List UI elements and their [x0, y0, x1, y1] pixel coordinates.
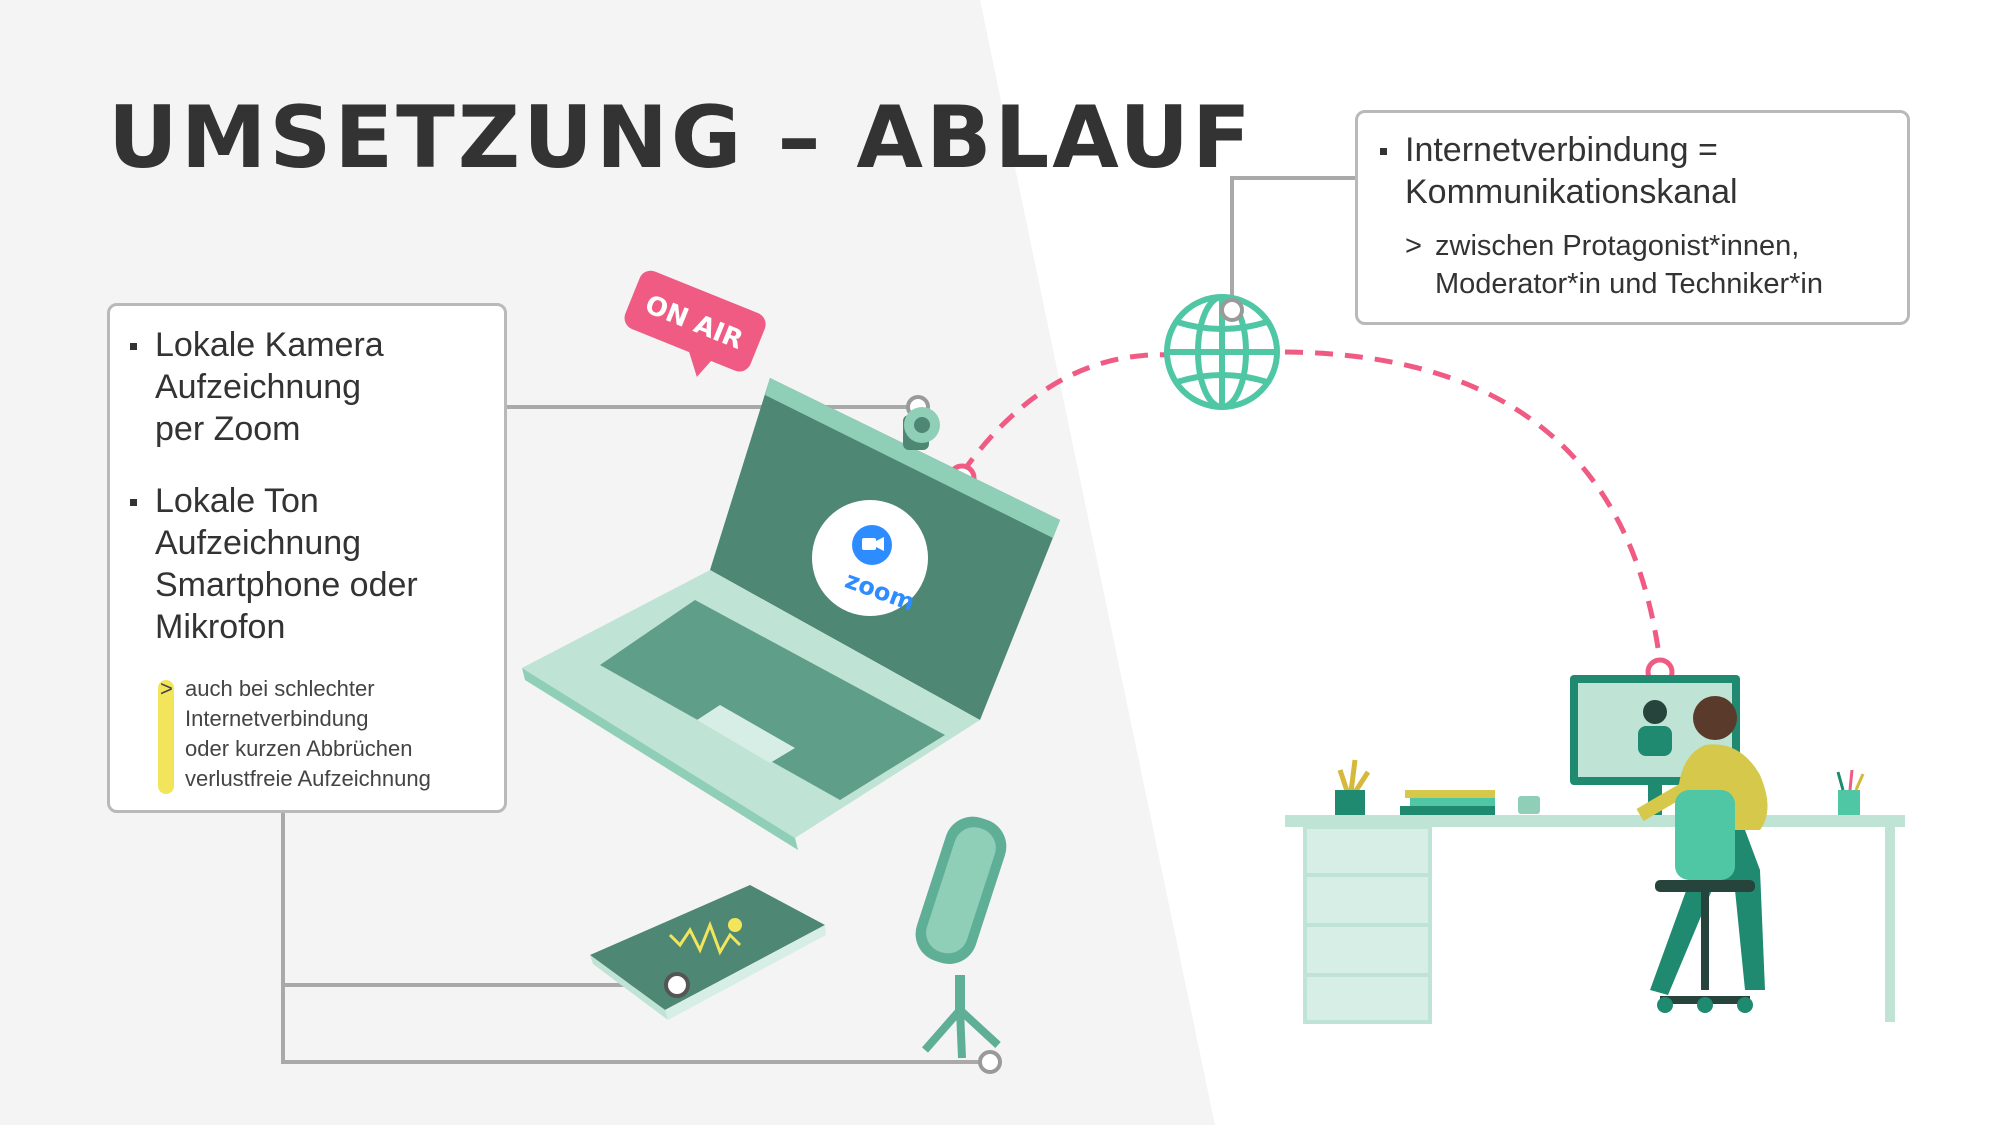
note-line: Internetverbindung — [185, 706, 369, 731]
slide-title: UMSETZUNG – ABLAUF — [108, 88, 1254, 188]
highlight-marker — [158, 680, 174, 794]
mic-glyph — [728, 918, 742, 932]
internet-info-box: Internetverbindung = Kommunikationskanal… — [1355, 110, 1910, 325]
touchpad — [697, 705, 795, 763]
bullet-marker — [130, 343, 137, 350]
connection-dash-left — [959, 352, 1171, 475]
bullet-marker — [130, 499, 137, 506]
bullet-internet: Internetverbindung = Kommunikationskanal — [1380, 129, 1893, 213]
connector-microphone — [281, 985, 990, 1064]
webcam-icon — [903, 407, 940, 450]
recording-info-box: Lokale Kamera Aufzeichnung per Zoom Loka… — [107, 303, 507, 813]
bullet-line: Internetverbindung = — [1405, 131, 1718, 169]
bullet-line: Lokale Ton — [155, 482, 319, 520]
bullet-line: Aufzeichnung — [155, 368, 362, 406]
on-air-sign-icon: ON AIR — [624, 270, 766, 377]
bullet-line: Aufzeichnung — [155, 524, 362, 562]
connection-dash-right — [1284, 349, 1663, 663]
books-icon — [1400, 790, 1495, 815]
note-block: > auch bei schlechter Internetverbindung… — [130, 674, 488, 794]
globe-icon — [1164, 294, 1280, 410]
bullet-line: Mikrofon — [155, 608, 286, 646]
plant-icon — [1335, 759, 1371, 815]
desk-scene-icon — [1285, 675, 1905, 1024]
connector-node — [978, 1050, 1002, 1074]
connector-globe — [1230, 176, 1355, 310]
bullet-marker — [1380, 148, 1387, 155]
background-gray-panel — [0, 0, 1215, 1125]
waveform — [668, 920, 742, 956]
note-marker: > — [160, 676, 173, 701]
sub-note: > zwischen Protagonist*innen, Moderator*… — [1380, 227, 1893, 303]
bullet-line: Lokale Kamera — [155, 326, 384, 364]
microphone-icon — [915, 816, 1007, 1059]
bullet-line: Kommunikationskanal — [1405, 173, 1738, 211]
laptop-icon: zoom — [522, 378, 1060, 850]
cup-icon — [1518, 796, 1540, 814]
note-line: auch bei schlechter — [185, 676, 375, 701]
smartphone-icon — [590, 885, 826, 1020]
keyboard — [600, 600, 945, 800]
bullet-audio: Lokale Ton Aufzeichnung Smartphone oder … — [130, 480, 488, 648]
sub-line: zwischen Protagonist*innen, — [1435, 230, 1800, 262]
note-line: oder kurzen Abbrüchen — [185, 736, 413, 761]
sub-marker: > — [1405, 230, 1422, 262]
chair-icon — [1655, 790, 1755, 1013]
pencil-cup-icon — [1836, 769, 1865, 815]
sub-line: Moderator*in und Techniker*in — [1435, 268, 1823, 300]
bullet-line: Smartphone oder — [155, 566, 418, 604]
connector-lines — [281, 176, 1355, 1064]
bullet-camera: Lokale Kamera Aufzeichnung per Zoom — [130, 324, 488, 450]
note-line: verlustfreie Aufzeichnung — [185, 766, 431, 791]
bullet-line: per Zoom — [155, 410, 301, 448]
